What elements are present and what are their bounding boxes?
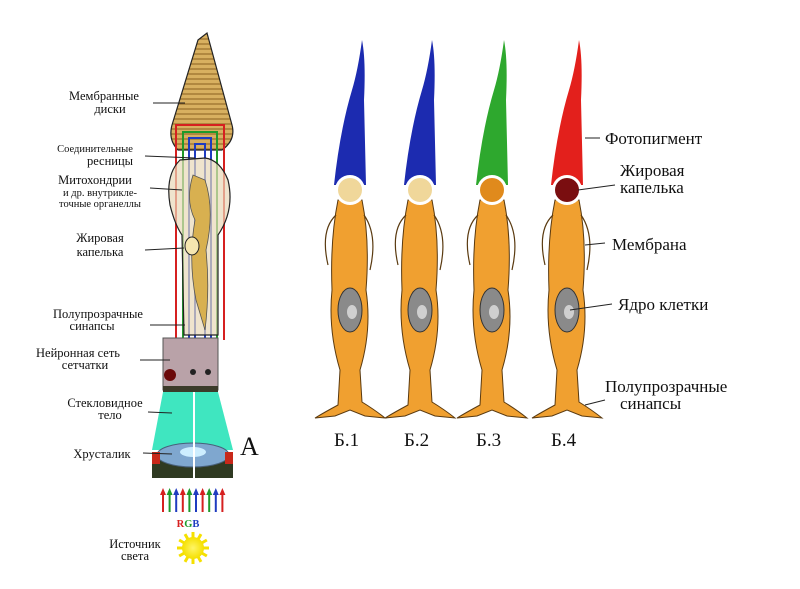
label-source-1: Источник [109,537,161,551]
caption-cell-4: Б.4 [551,430,577,451]
photopigment [476,40,508,185]
label-vit-2: тело [98,408,122,422]
label-net-2: сетчатки [62,358,109,372]
cone-a [152,31,234,564]
label-rgb: RGB [177,519,200,530]
light-arrow [166,488,173,512]
label-source-2: света [121,549,150,563]
membrane-fold [394,214,444,271]
label-fat-r-2: капелька [620,178,684,197]
label-cilia-1: Соединительные [57,144,133,155]
left-leaders [140,102,196,455]
cone-cell-3: Б.3 [456,40,529,451]
label-photopigment: Фотопигмент [605,129,703,148]
light-arrow [206,488,213,512]
label-fat-r-1: Жировая [620,161,685,180]
vitreous-body [152,392,233,450]
cone-cell-1: Б.1 [314,40,387,451]
light-arrows [160,488,226,512]
label-cilia-2: ресницы [87,154,134,168]
label-lens: Хрусталик [73,447,131,461]
label-mito-2: и др. внутрикле- [63,188,138,199]
photopigment [404,40,436,185]
label-fat-1: Жировая [76,231,124,245]
light-arrow [199,488,206,512]
label-mito-1: Митохондрии [58,173,132,187]
caption-cell-1: Б.1 [334,430,359,451]
cone-cell-4: Б.4 [531,40,604,451]
cone-cell-2: Б.2 [384,40,457,451]
membrane-discs [170,31,234,151]
label-syn-2: синапсы [70,319,116,333]
label-fat-2: капелька [77,245,124,259]
label-net-1: Нейронная сеть [36,346,120,360]
light-arrow [173,488,180,512]
label-membrane: Мембрана [612,235,687,254]
right-labels: Фотопигмент Жировая капелька Мембрана Яд… [605,129,727,413]
label-membrane-discs-2: диски [94,102,126,116]
neural-net [162,337,219,391]
label-mito-3: точные органеллы [59,199,141,210]
label-nucleus: Ядро клетки [618,295,708,314]
label-membrane-discs-1: Мембранные [69,89,139,103]
light-arrow [193,488,199,512]
fat-drop-a [184,236,200,256]
label-syn-1: Полупрозрачные [53,307,143,321]
label-syn-r-2: синапсы [620,394,682,413]
sun-icon [177,532,209,564]
caption-a: А [240,432,259,461]
membrane-fold [324,214,374,271]
cone-cells-b: Б.1 Б.2 Б.3 Б.4 [314,40,604,451]
photopigment [334,40,366,185]
label-syn-r-1: Полупрозрачные [605,377,727,396]
caption-cell-3: Б.3 [476,430,501,451]
membrane-fold [541,214,591,271]
label-vit-1: Стекловидное [67,396,143,410]
light-arrow [219,488,226,512]
right-leaders [569,137,616,406]
left-labels: Мембранные диски Соединительные ресницы … [36,89,199,563]
light-arrow [179,488,186,512]
photopigment [551,40,583,185]
caption-cell-2: Б.2 [404,430,429,451]
light-arrow [186,488,193,512]
light-arrow [212,488,219,512]
light-arrow [160,488,166,512]
membrane-fold [466,214,516,271]
